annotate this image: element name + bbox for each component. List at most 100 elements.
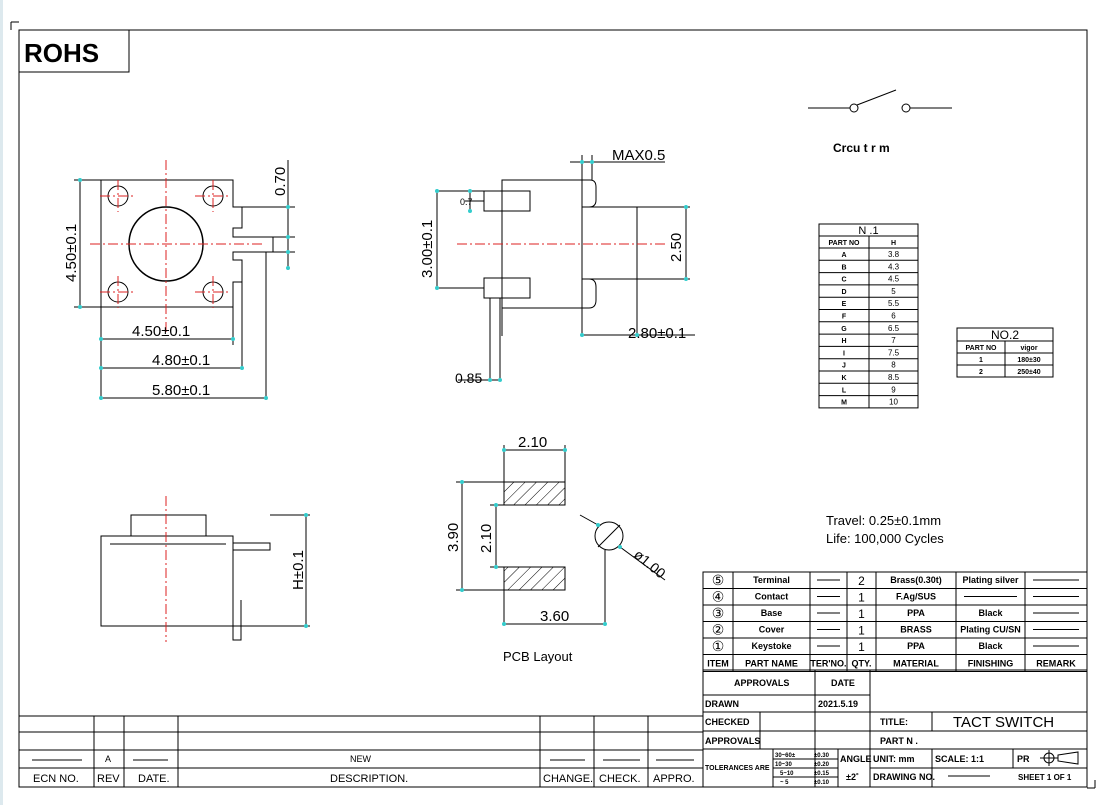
height-table-part-cell: M [841,400,847,407]
bom-part-name: Base [761,608,783,618]
force-table-title: NO.2 [991,328,1019,342]
force-table-vigor-cell: 180±30 [1017,357,1040,364]
tol-range-3: 5~10 [780,771,794,777]
rohs-box: ROHS [18,29,130,73]
dim-body-width-lead: 5.80±0.1 [152,382,210,399]
bom-part-name: Contact [755,592,789,602]
bom-item: ④ [712,589,725,605]
height-table-h-cell: 4.3 [888,262,900,271]
bom-header: PART NAME [745,659,798,669]
drawing-no-label: DRAWING NO. [873,772,935,782]
height-table-h-cell: 5.5 [888,299,900,308]
dim-pad-span: 3.90 [445,523,462,552]
angle-label: ANGLE [840,754,872,764]
tol-range-2: 10~30 [775,762,793,768]
side-view [436,155,695,381]
rev-header-rev: REV [97,773,120,785]
title-label: TITLE: [880,717,908,727]
dim-max-height: MAX0.5 [612,147,665,164]
top-view-dim-markers [78,178,290,400]
scale-label: SCALE: 1:1 [935,754,984,764]
approvals-header: APPROVALS [734,678,789,688]
drawn-date: 2021.5.19 [818,699,858,709]
height-table-title: N .1 [858,225,878,237]
bom-material: PPA [907,608,925,618]
bom-header: FINISHING [968,659,1014,669]
pcb-layout [456,445,666,625]
dim-lead-thickness: 0.85 [455,370,482,386]
height-table-part-cell: C [841,277,846,284]
dim-lead-offset: 0.70 [272,167,289,196]
height-table-part-cell: L [842,387,847,394]
drawn-label: DRAWN [705,699,739,709]
revision-rev: A [105,754,111,764]
bom-material: BRASS [900,625,932,635]
height-table-h-cell: 6.5 [888,324,900,333]
bom-material: F.Ag/SUS [896,592,936,602]
tol-value-4: ±0.10 [814,780,830,786]
dim-body-side-height: 4.50±0.1 [63,224,80,282]
rev-header-date: DATE. [138,773,170,785]
height-table-h-cell: 8 [891,361,896,370]
life-spec: Life: 100,000 Cycles [826,531,944,546]
angle-value: ±2˚ [846,772,859,782]
front-view-dim-markers [304,513,308,628]
revision-description: NEW [350,754,372,764]
height-table-h-cell: 3.8 [888,250,900,259]
rev-header-appro: APPRO. [653,773,695,785]
height-table-part-cell: A [841,252,846,259]
front-view [100,496,310,642]
height-table-h-cell: 10 [889,398,898,407]
date-header: DATE [831,678,855,688]
bom-finishing: Black [978,608,1003,618]
height-table-h-cell: 7.5 [888,348,900,357]
bom-header: ITEM [707,659,729,669]
dim-stem-dia: 2.50 [668,233,685,262]
dim-pad-width: 2.10 [518,434,547,451]
side-view-dim-markers [435,160,688,382]
bom-item: ⑤ [712,572,725,588]
dim-body-width-mid: 4.80±0.1 [152,352,210,369]
unit-label: UNIT: mm [873,754,915,764]
tolerances-label: TOLERANCES ARE [705,765,770,772]
bom-qty: 1 [858,640,865,654]
height-table-h-cell: 9 [891,385,896,394]
height-table-part-cell: F [842,314,847,321]
bom-part-name: Cover [759,625,785,635]
approvals-label: APPROVALS [705,736,760,746]
height-table-h-cell: 5 [891,287,896,296]
bom-item: ① [712,638,725,654]
bom-header: REMARK [1036,659,1076,669]
dim-pad-pitch: 3.60 [540,608,569,625]
revision-headers: ECN NO. REV DATE. DESCRIPTION. CHANGE. C… [33,773,695,785]
height-table-h-cell: 7 [891,336,896,345]
force-table-part-cell: 2 [979,369,983,376]
tol-range-1: 30~60± [775,753,796,759]
bom-qty: 1 [858,624,865,638]
checked-label: CHECKED [705,717,750,727]
dim-hole-dia: ø1.00 [631,546,669,581]
force-table-vigor-cell: 250±40 [1017,369,1040,376]
height-table-part-cell: K [841,375,846,382]
height-table-part-cell: G [841,326,847,333]
sheet-label: SHEET 1 OF 1 [1018,773,1072,782]
bom-finishing: Black [978,641,1003,651]
height-table-part-cell: I [843,350,845,357]
pcb-dim-markers [460,448,622,626]
height-table-part-cell: D [841,289,846,296]
travel-spec: Travel: 0.25±0.1mm [826,513,941,528]
revision-block [19,715,703,787]
circuit-symbol [808,89,952,113]
force-table-part-cell: 1 [979,357,983,364]
part-no-label: PART N . [880,736,918,746]
dim-height: H±0.1 [290,550,307,590]
bom-qty: 2 [858,574,865,588]
circuit-label: Crcu t r m [833,141,890,155]
rev-header-ecn: ECN NO. [33,773,79,785]
tol-range-4: ~ 5 [780,780,789,786]
height-table-part-cell: J [842,363,846,370]
height-table-part-cell: B [841,264,846,271]
